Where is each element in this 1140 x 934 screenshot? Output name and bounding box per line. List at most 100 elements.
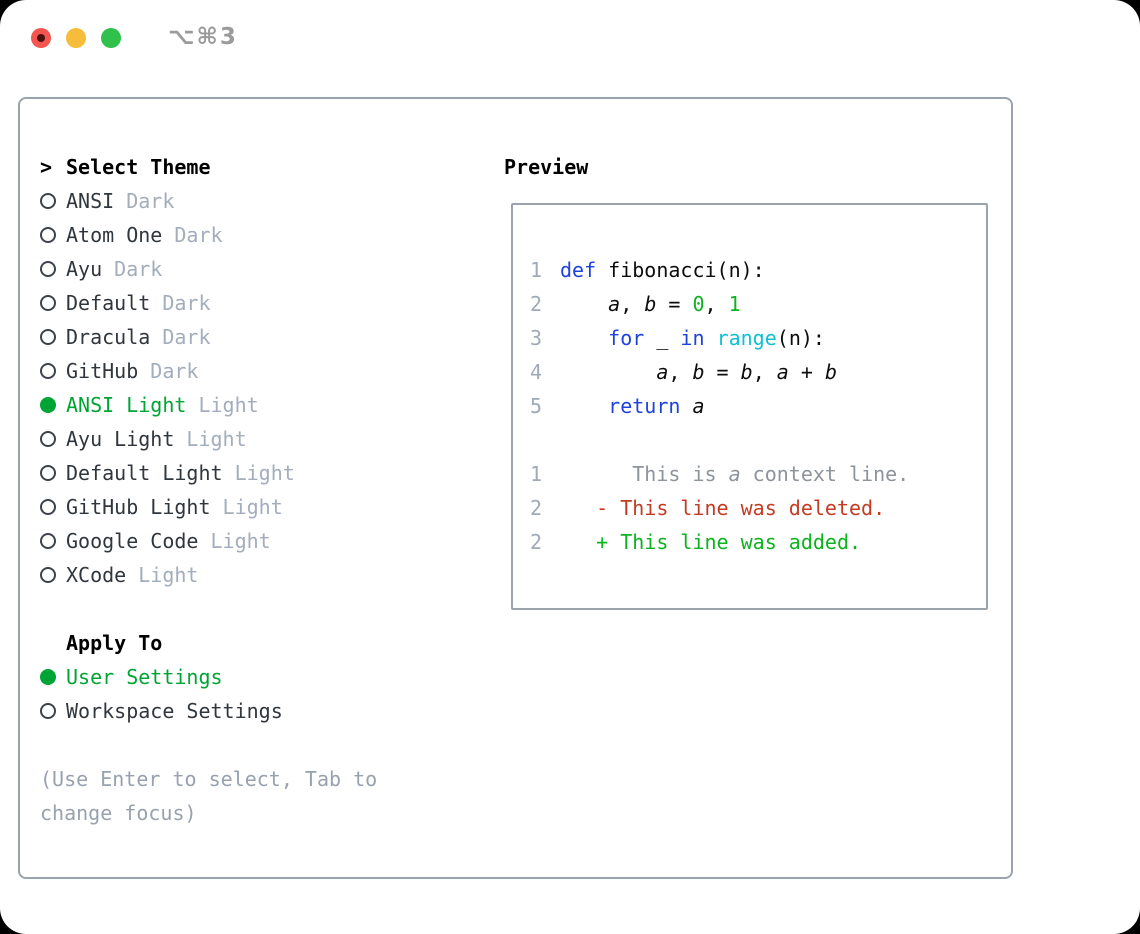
- close-button-icon[interactable]: [31, 28, 51, 48]
- radio-icon: [40, 193, 56, 209]
- code-token-plain: fibonacci(n):: [596, 258, 765, 282]
- code-token-plain: a: [656, 360, 669, 384]
- radio-icon: [40, 567, 56, 583]
- theme-variant-label: Dark: [102, 257, 163, 281]
- code-token-plain: ,: [752, 360, 777, 384]
- code-token-context: This is: [560, 462, 729, 486]
- theme-list-header-row: > Select Theme: [40, 150, 490, 184]
- theme-option-dracula[interactable]: Dracula Dark: [40, 320, 490, 354]
- radio-icon: [40, 261, 56, 277]
- code-token-context: context line.: [740, 462, 910, 486]
- code-token-plain: _: [644, 326, 681, 350]
- theme-option-ansi[interactable]: ANSI Dark: [40, 184, 490, 218]
- theme-variant-label: Dark: [150, 325, 211, 349]
- code-line: 1 This is a context line.: [530, 457, 986, 491]
- code-token-plain: (n):: [776, 326, 825, 350]
- code-token-plain: [680, 394, 692, 418]
- theme-option-ansi-light[interactable]: ANSI Light Light: [40, 388, 490, 422]
- code-line: 4 a, b = b, a + b: [530, 355, 986, 389]
- theme-option-label: Atom One: [66, 223, 163, 247]
- apply-option-label: Workspace Settings: [66, 699, 283, 723]
- code-token-plain: [560, 394, 608, 418]
- theme-option-label: Ayu: [66, 257, 103, 281]
- line-number: 5: [530, 394, 543, 418]
- theme-option-xcode[interactable]: XCode Light: [40, 558, 490, 592]
- code-token-keyword: return: [608, 394, 681, 418]
- apply-option-workspace-settings[interactable]: Workspace Settings: [40, 694, 490, 728]
- code-token-plain: [705, 326, 717, 350]
- radio-icon: [40, 431, 56, 447]
- radio-icon: [40, 295, 56, 311]
- theme-variant-label: Light: [174, 427, 247, 451]
- radio-icon: [40, 703, 56, 719]
- theme-option-default-light[interactable]: Default Light Light: [40, 456, 490, 490]
- code-token-deleted: - This line was deleted.: [560, 496, 886, 520]
- theme-option-ayu-light[interactable]: Ayu Light Light: [40, 422, 490, 456]
- theme-option-default[interactable]: Default Dark: [40, 286, 490, 320]
- code-token-plain: b: [692, 360, 705, 384]
- code-token-plain: =: [656, 292, 693, 316]
- code-line: 3 for _ in range(n):: [530, 321, 986, 355]
- theme-option-label: GitHub: [66, 359, 139, 383]
- preview-header: Preview: [504, 155, 589, 179]
- code-token-plain: [560, 360, 656, 384]
- code-token-plain: [560, 326, 608, 350]
- radio-icon: [40, 465, 56, 481]
- theme-option-label: ANSI: [66, 189, 115, 213]
- theme-option-google-code[interactable]: Google Code Light: [40, 524, 490, 558]
- code-token-plain: ,: [620, 292, 645, 316]
- radio-icon: [40, 329, 56, 345]
- code-line: 2 a, b = 0, 1: [530, 287, 986, 321]
- theme-option-atom-one[interactable]: Atom One Dark: [40, 218, 490, 252]
- line-number: 2: [530, 496, 543, 520]
- theme-option-ayu[interactable]: Ayu Dark: [40, 252, 490, 286]
- minimize-button-icon[interactable]: [66, 28, 86, 48]
- code-line: 2 - This line was deleted.: [530, 491, 986, 525]
- line-number: 1: [530, 258, 543, 282]
- code-token-plain: ,: [704, 292, 729, 316]
- window-shortcut-label: ⌥⌘3: [168, 24, 238, 50]
- radio-icon: [40, 363, 56, 379]
- code-token-number: 1: [728, 292, 741, 316]
- theme-variant-label: Dark: [150, 291, 211, 315]
- code-token-context: a: [728, 462, 741, 486]
- code-token-plain: b: [824, 360, 837, 384]
- apply-option-user-settings[interactable]: User Settings: [40, 660, 490, 694]
- theme-option-label: Default Light: [66, 461, 223, 485]
- line-number: 4: [530, 360, 543, 384]
- line-number: 3: [530, 326, 543, 350]
- theme-variant-label: Light: [126, 563, 199, 587]
- apply-option-label: User Settings: [66, 665, 223, 689]
- theme-variant-label: Light: [222, 461, 295, 485]
- code-token-keyword: for: [608, 326, 645, 350]
- code-line: [530, 423, 986, 457]
- line-number: 1: [530, 462, 543, 486]
- theme-variant-label: Light: [198, 529, 271, 553]
- theme-option-github[interactable]: GitHub Dark: [40, 354, 490, 388]
- theme-variant-label: Dark: [138, 359, 199, 383]
- hint-line-1: (Use Enter to select, Tab to: [40, 767, 378, 791]
- theme-option-label: Google Code: [66, 529, 199, 553]
- apply-to-header: Apply To: [66, 631, 163, 655]
- radio-icon: [40, 499, 56, 515]
- zoom-button-icon[interactable]: [101, 28, 121, 48]
- code-token-plain: a: [776, 360, 789, 384]
- code-line: 5 return a: [530, 389, 986, 423]
- code-token-plain: b: [740, 360, 753, 384]
- code-line: 2 + This line was added.: [530, 525, 986, 559]
- theme-list-header: Select Theme: [66, 155, 211, 179]
- code-token-plain: a: [692, 394, 705, 418]
- theme-option-github-light[interactable]: GitHub Light Light: [40, 490, 490, 524]
- theme-option-label: ANSI Light: [66, 393, 187, 417]
- code-token-keyword: in: [680, 326, 705, 350]
- theme-option-label: XCode: [66, 563, 127, 587]
- code-token-plain: b: [644, 292, 657, 316]
